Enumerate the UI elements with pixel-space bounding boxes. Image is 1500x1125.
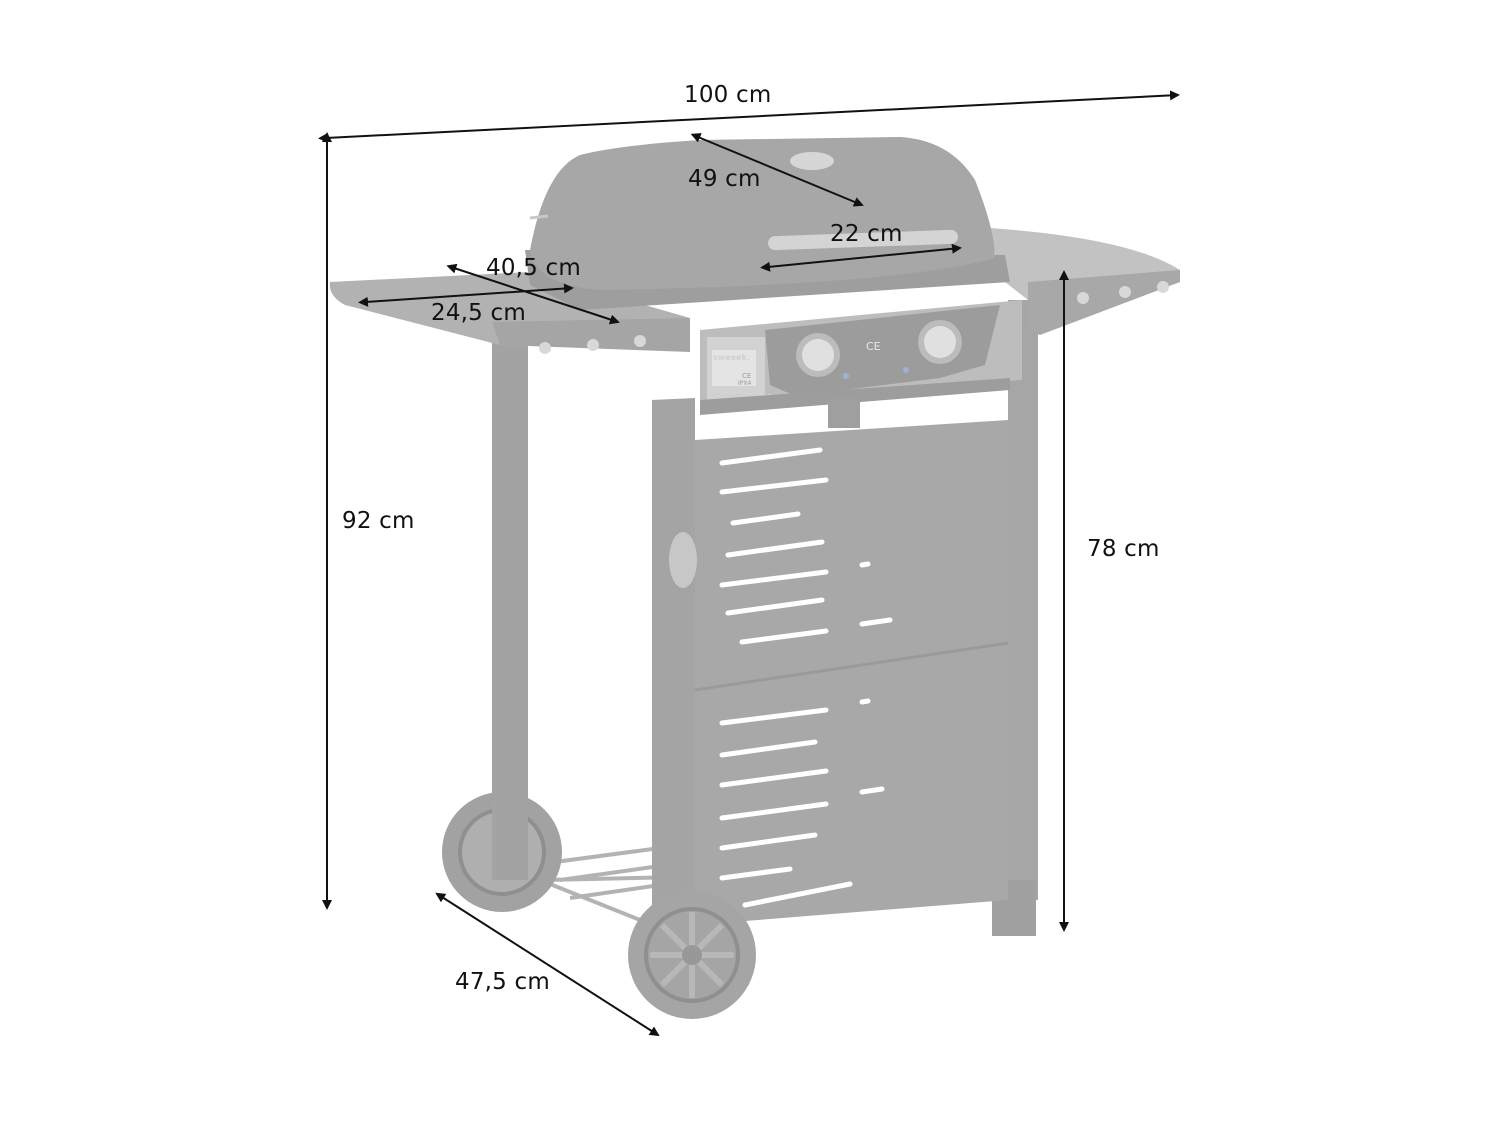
table-height-label: 78 cm [1087, 536, 1160, 562]
panel-ce-mark: CE [866, 340, 881, 353]
side-table-depth-label: 40,5 cm [486, 255, 581, 281]
cart-depth-arrow [435, 892, 660, 1037]
front-wheel [628, 891, 756, 1019]
side-table-width-label: 24,5 cm [431, 300, 526, 326]
label-ipx4-mark: IPX4 [738, 380, 751, 387]
right-burner-knob [924, 326, 956, 358]
cart-depth-label: 47,5 cm [455, 969, 550, 995]
overall-width-label: 100 cm [684, 82, 772, 108]
lid-depth-arrow [690, 133, 864, 207]
dimension-lines [318, 90, 1180, 1037]
label-ce-mark: CE [742, 372, 751, 380]
rear-wheel [442, 790, 562, 912]
overall-width-arrow [318, 90, 1180, 143]
label-brand: sweeek. [713, 353, 750, 362]
lid-depth-label: 49 cm [688, 166, 761, 192]
overall-height-label: 92 cm [342, 508, 415, 534]
handle-width-label: 22 cm [830, 221, 903, 247]
handle-width-arrow [760, 243, 962, 272]
side-table-width-arrow [358, 283, 574, 307]
left-burner-knob [802, 339, 834, 371]
